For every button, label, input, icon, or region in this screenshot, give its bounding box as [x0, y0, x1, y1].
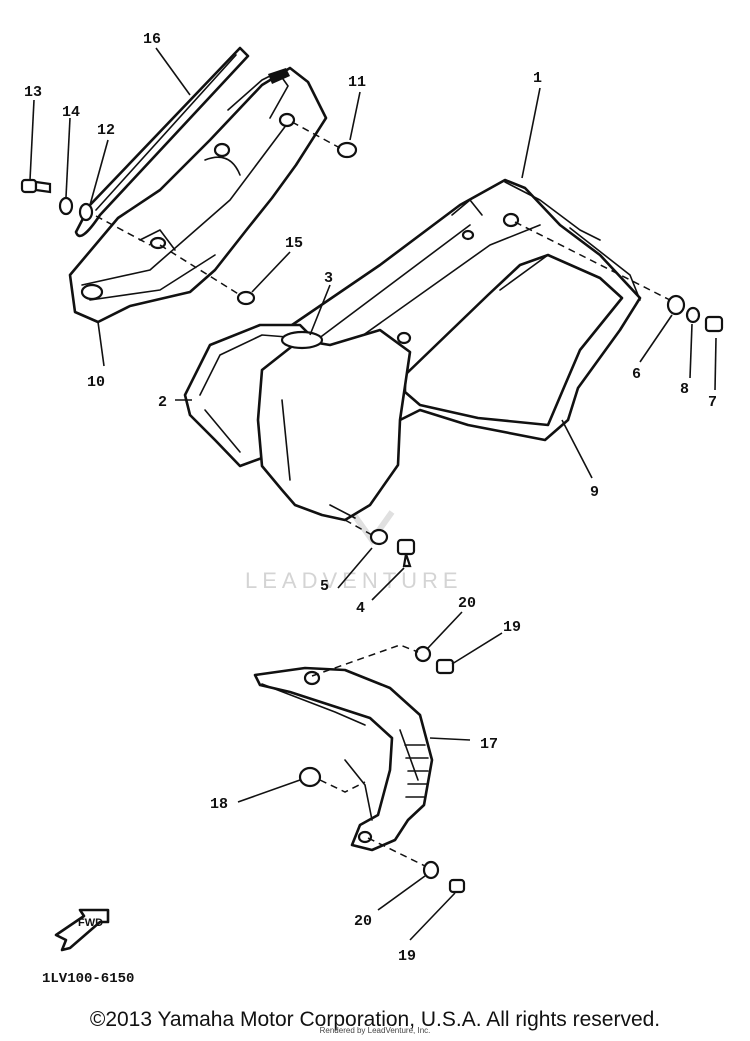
callout-labels: 1 2 3 4 5 6 7 8 9 10 11 12 13 14 15 16 1…: [24, 31, 717, 965]
callout-18: 18: [210, 796, 228, 813]
watermark-text: LEADVENTURE: [245, 568, 463, 593]
callout-10: 10: [87, 374, 105, 391]
callout-13: 13: [24, 84, 42, 101]
callout-14: 14: [62, 104, 80, 121]
callout-17: 17: [480, 736, 498, 753]
drawing-code: 1LV100-6150: [42, 971, 134, 987]
callout-11: 11: [348, 74, 366, 91]
callout-19-upper: 19: [503, 619, 521, 636]
renderer-credit: Rendered by LeadVenture, Inc.: [319, 1026, 431, 1035]
callout-2: 2: [158, 394, 167, 411]
assembly-lines: [95, 121, 671, 867]
callout-4: 4: [356, 600, 365, 617]
callout-19-lower: 19: [398, 948, 416, 965]
callout-12: 12: [97, 122, 115, 139]
callout-5: 5: [320, 578, 329, 595]
callout-20-upper: 20: [458, 595, 476, 612]
callout-3: 3: [324, 270, 333, 287]
callout-7: 7: [708, 394, 717, 411]
callout-15: 15: [285, 235, 303, 252]
fwd-label: FWD: [78, 917, 103, 929]
copyright-footer: ©2013 Yamaha Motor Corporation, U.S.A. A…: [89, 1008, 661, 1031]
part-3-cover-body: [256, 328, 412, 522]
part-10-left-side-cover: [68, 66, 328, 324]
callout-16: 16: [143, 31, 161, 48]
callout-8: 8: [680, 381, 689, 398]
fwd-arrow-icon: FWD: [54, 908, 110, 952]
leader-lines: [29, 47, 717, 941]
part-16-seal-strip: [74, 46, 250, 238]
callout-9: 9: [590, 484, 599, 501]
callout-1: 1: [533, 70, 542, 87]
part-17-rear-guard: [253, 666, 434, 852]
callout-20-lower: 20: [354, 913, 372, 930]
hardware: [20, 112, 724, 894]
callout-6: 6: [632, 366, 641, 383]
